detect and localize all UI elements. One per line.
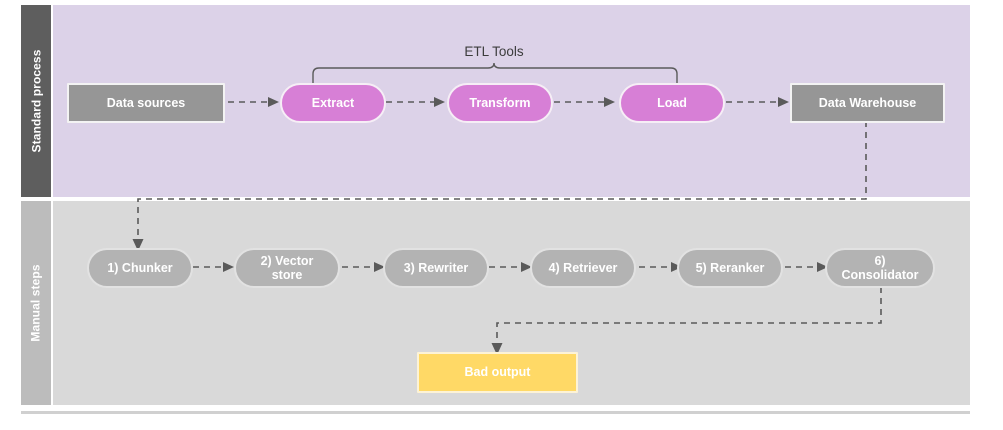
node-label-retriever: 4) Retriever <box>548 260 618 275</box>
lane-header-manual-steps: Manual steps <box>21 201 51 405</box>
lane-label-manual-steps: Manual steps <box>29 264 44 342</box>
node-load[interactable]: Load <box>619 83 725 123</box>
node-consolidator[interactable]: 6)Consolidator <box>825 248 935 288</box>
node-label-extract: Extract <box>311 95 355 110</box>
node-bad-output[interactable]: Bad output <box>417 352 578 393</box>
node-label-consolidator: 6)Consolidator <box>841 253 919 282</box>
node-rewriter[interactable]: 3) Rewriter <box>383 248 489 288</box>
node-data-warehouse[interactable]: Data Warehouse <box>790 83 945 123</box>
node-reranker[interactable]: 5) Reranker <box>677 248 783 288</box>
node-label-data-sources: Data sources <box>106 95 186 110</box>
node-label-rewriter: 3) Rewriter <box>403 260 469 275</box>
lane-label-standard-process: Standard process <box>29 49 43 153</box>
etl-tools-label: ETL Tools <box>464 44 524 59</box>
node-data-sources[interactable]: Data sources <box>67 83 225 123</box>
bottom-divider <box>21 411 970 414</box>
node-label-reranker: 5) Reranker <box>695 260 765 275</box>
node-label-chunker: 1) Chunker <box>107 260 173 275</box>
node-label-load: Load <box>657 95 687 110</box>
lane-header-standard-process: Standard process <box>21 5 51 197</box>
node-label-bad-output: Bad output <box>464 365 531 380</box>
node-retriever[interactable]: 4) Retriever <box>530 248 636 288</box>
node-transform[interactable]: Transform <box>447 83 553 123</box>
node-label-data-warehouse: Data Warehouse <box>818 95 917 110</box>
node-chunker[interactable]: 1) Chunker <box>87 248 193 288</box>
node-label-transform: Transform <box>469 95 531 110</box>
node-extract[interactable]: Extract <box>280 83 386 123</box>
